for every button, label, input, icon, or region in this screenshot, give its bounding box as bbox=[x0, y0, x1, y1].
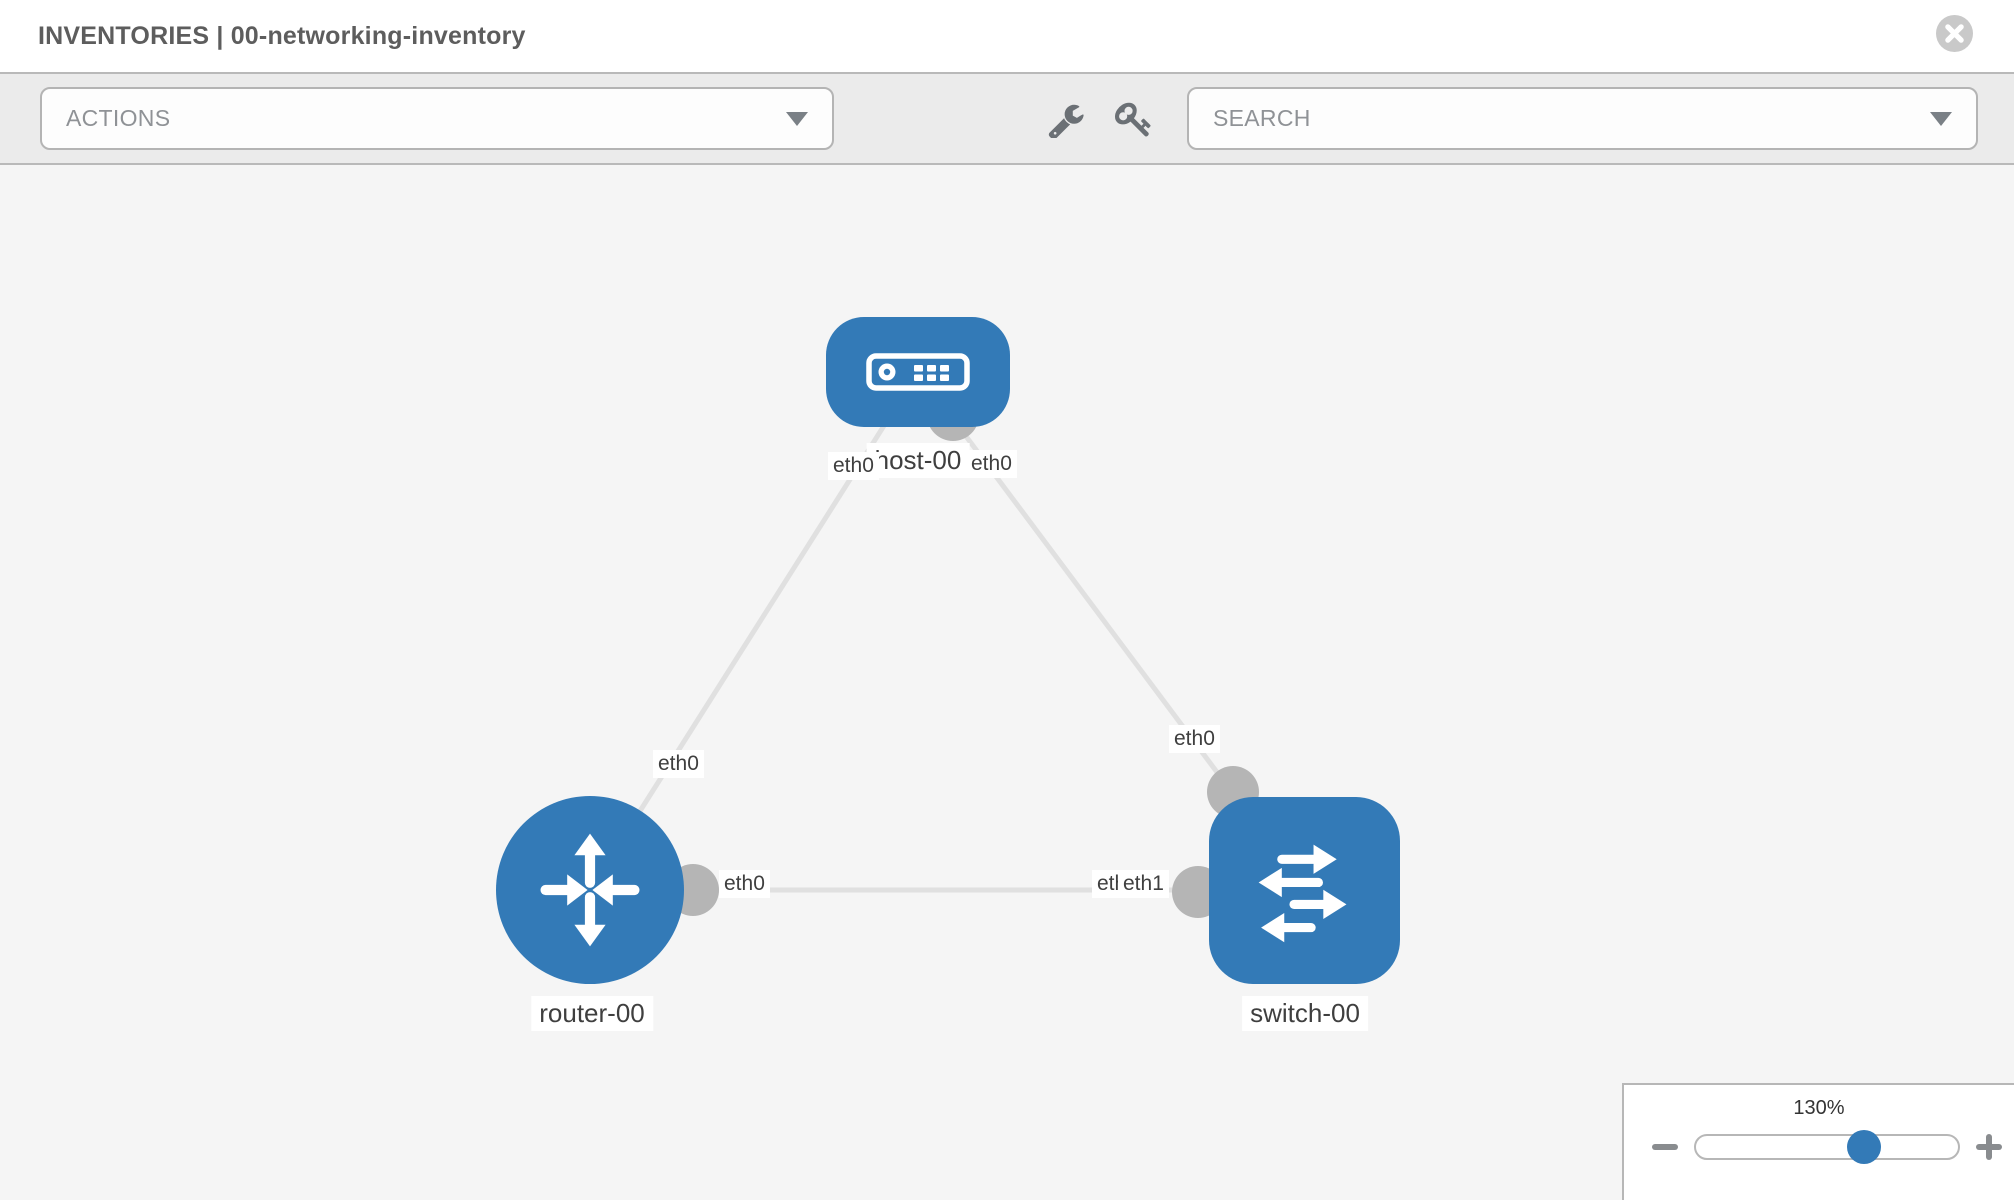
port-label-host-right: eth0 bbox=[966, 450, 1017, 478]
close-button[interactable] bbox=[1936, 15, 1973, 52]
search-dropdown[interactable]: SEARCH bbox=[1187, 87, 1978, 150]
topology-links-layer bbox=[587, 370, 1308, 918]
configure-network-button[interactable] bbox=[1047, 100, 1085, 140]
toolbar: ACTIONS SEARCH bbox=[0, 72, 2014, 165]
zoom-panel: 130% bbox=[1622, 1083, 2014, 1200]
topology-canvas[interactable]: host-00 router-00 switch-00 eth0 eth0 et… bbox=[0, 165, 2014, 1200]
credentials-button[interactable] bbox=[1115, 100, 1153, 138]
close-icon bbox=[1945, 24, 1964, 43]
chevron-down-icon bbox=[1930, 111, 1952, 126]
port-label-switch-port: eth1 bbox=[1118, 870, 1169, 898]
node-host-00[interactable] bbox=[826, 317, 1010, 427]
node-switch-00[interactable] bbox=[1209, 797, 1400, 984]
host-icon bbox=[866, 353, 970, 391]
port-label-router-link: eth0 bbox=[653, 750, 704, 778]
page-title: INVENTORIES | 00-networking-inventory bbox=[38, 21, 526, 50]
zoom-in-button[interactable] bbox=[1976, 1134, 2002, 1160]
zoom-out-button[interactable] bbox=[1652, 1144, 1678, 1150]
zoom-level-value: 130% bbox=[1793, 1097, 1845, 1119]
node-label-host: host-00 bbox=[866, 443, 970, 478]
search-dropdown-label: SEARCH bbox=[1213, 105, 1311, 131]
port-label-router-port: eth0 bbox=[719, 870, 770, 898]
actions-dropdown-label: ACTIONS bbox=[66, 105, 171, 131]
actions-dropdown[interactable]: ACTIONS bbox=[40, 87, 834, 150]
zoom-slider-track[interactable] bbox=[1694, 1130, 1960, 1164]
panel-header: INVENTORIES | 00-networking-inventory bbox=[0, 0, 2014, 72]
node-router-00[interactable] bbox=[496, 796, 684, 984]
zoom-slider-row bbox=[1624, 1130, 2014, 1164]
node-label-router: router-00 bbox=[531, 996, 653, 1031]
chevron-down-icon bbox=[786, 111, 808, 126]
router-icon bbox=[540, 833, 640, 947]
key-icon bbox=[1115, 102, 1151, 137]
wrench-icon bbox=[1048, 104, 1084, 140]
port-label-host-left: eth0 bbox=[828, 452, 879, 480]
node-label-switch: switch-00 bbox=[1242, 996, 1368, 1031]
zoom-slider-thumb[interactable] bbox=[1846, 1130, 1881, 1164]
port-label-switch-link: eth0 bbox=[1169, 725, 1220, 753]
switch-icon bbox=[1258, 844, 1346, 942]
